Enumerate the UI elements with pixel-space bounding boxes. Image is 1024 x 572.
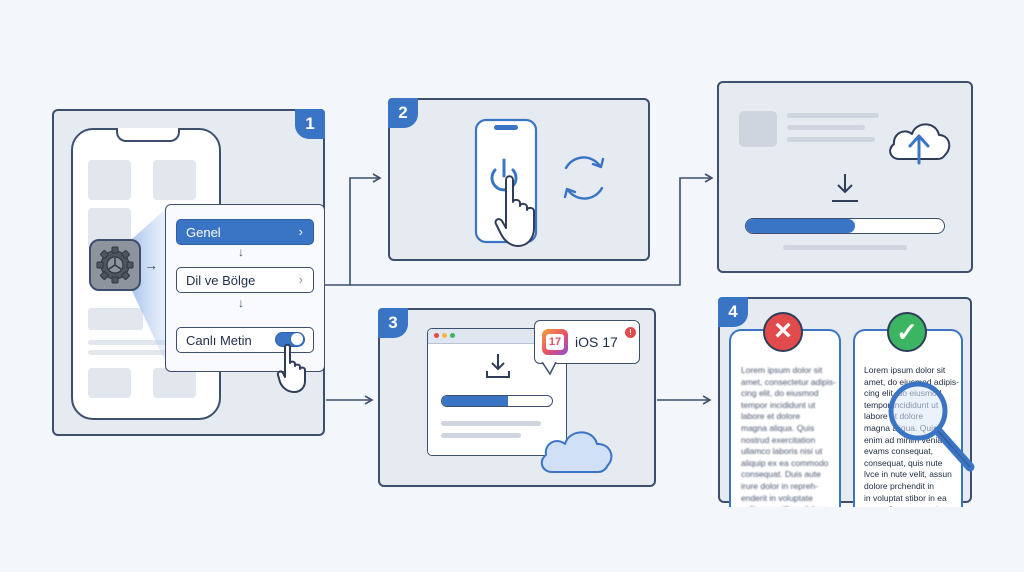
highlight-beam — [132, 206, 169, 369]
download-progress-fill — [746, 219, 855, 233]
settings-app-icon[interactable] — [89, 239, 141, 291]
text-line: nostrud exercitation — [741, 434, 816, 445]
text-line: enim ad minim veniam, — [864, 434, 952, 445]
step-4-badge: 4 — [718, 297, 748, 327]
text-line: commdo consequat. — [864, 504, 959, 507]
text-line: in voluptat stibor in ea — [864, 492, 947, 503]
line-placeholder — [787, 113, 879, 118]
app-placeholder — [88, 368, 131, 398]
menu-item-label: Dil ve Bölge — [186, 272, 256, 288]
download-icon — [832, 174, 858, 202]
update-progress-track — [441, 395, 553, 407]
good-status-icon: ✓ — [887, 312, 927, 352]
text-line: enderit in voluptate — [741, 492, 813, 503]
step-3-badge: 3 — [378, 308, 408, 338]
text-line: Lorem ipsum dolor sit — [864, 365, 946, 375]
thumbnail-placeholder — [739, 111, 777, 147]
text-line: ullamco laboris nisi ut — [741, 446, 823, 457]
menu-item-label: Genel — [186, 224, 221, 240]
settings-menu-card: Genel › ↓ Dil ve Bölge › ↓ Canlı Metin — [165, 204, 325, 372]
ios-17-icon-label: 17 — [546, 334, 564, 350]
chevron-right-icon: › — [298, 272, 303, 287]
menu-item-label: Canlı Metin — [186, 332, 252, 348]
text-line: consequat. Duis aute — [741, 469, 821, 480]
text-line: labore et dolore — [741, 411, 801, 422]
bad-status-icon: × — [763, 312, 803, 352]
cloud-icon — [540, 431, 613, 473]
line-placeholder — [88, 308, 143, 330]
alert-badge-icon: ! — [625, 327, 636, 338]
text-line: dolore prchendit in — [864, 480, 934, 491]
text-line: amet, consectetur adipis- — [741, 376, 836, 387]
chevron-right-icon: › — [298, 224, 303, 239]
text-line: consequat, quis nute — [864, 457, 943, 468]
refresh-icon — [563, 156, 605, 200]
step-3-panel: 3 17 iOS 17 ! — [378, 308, 656, 487]
step-2-panel: 2 — [388, 98, 650, 261]
connector-step1-step2 — [325, 173, 382, 286]
arrow-icon: → — [144, 257, 158, 273]
text-line: irure dolor in repreh- — [741, 480, 819, 491]
step-1-badge: 1 — [295, 109, 325, 139]
window-titlebar — [428, 329, 566, 344]
app-placeholder — [153, 368, 196, 398]
connector-step2-download — [350, 173, 714, 286]
text-line: aliquip ex ea commodo — [741, 457, 829, 468]
window-minimize-button[interactable] — [442, 333, 447, 338]
window-close-button[interactable] — [434, 333, 439, 338]
app-placeholder — [88, 160, 131, 200]
step-2-badge: 2 — [388, 98, 418, 128]
restart-phone-illustration — [474, 118, 605, 247]
ios-version-label: iOS 17 — [575, 334, 618, 350]
menu-item-general[interactable]: Genel › — [176, 219, 314, 245]
text-line: amet, do eiusmod adipis- — [864, 376, 959, 387]
step-1-panel: 1 — [52, 109, 325, 436]
line-placeholder — [441, 421, 541, 426]
arrow-down-icon: ↓ — [238, 296, 244, 310]
line-placeholder — [441, 433, 521, 438]
menu-item-language-region[interactable]: Dil ve Bölge › — [176, 267, 314, 293]
gear-icon — [96, 246, 134, 284]
line-placeholder — [783, 245, 907, 250]
magnifier-icon — [888, 381, 975, 472]
text-line: Lorem ipsum dolor sit — [741, 365, 823, 375]
text-line: tempor incididunt ut — [741, 399, 816, 410]
cloud-upload-icon — [889, 123, 951, 165]
download-progress-track — [745, 218, 945, 234]
hand-pointer-icon — [276, 343, 306, 393]
window-zoom-button[interactable] — [450, 333, 455, 338]
line-placeholder — [787, 137, 875, 142]
arrow-down-icon: ↓ — [238, 245, 244, 259]
line-placeholder — [787, 125, 865, 130]
line-placeholder — [88, 340, 203, 345]
text-line: evams consequat, — [864, 446, 933, 457]
text-line: cing elit, do eiusmod — [741, 388, 819, 399]
download-icon — [486, 354, 510, 378]
text-line: velit esse cillum dolore — [741, 504, 836, 507]
ios-update-notification[interactable]: 17 iOS 17 ! — [534, 320, 640, 364]
text-line: lvce in nute velit, assun — [864, 469, 952, 480]
app-placeholder — [153, 160, 196, 200]
ios-17-app-icon: 17 — [542, 329, 568, 355]
text-line: magna aliqua. Quis — [741, 422, 815, 433]
line-placeholder — [88, 350, 188, 355]
update-progress-fill — [442, 396, 508, 406]
toggle-knob — [291, 333, 303, 345]
phone-notch — [116, 128, 180, 142]
download-panel — [717, 81, 973, 273]
notification-tail — [541, 362, 557, 376]
